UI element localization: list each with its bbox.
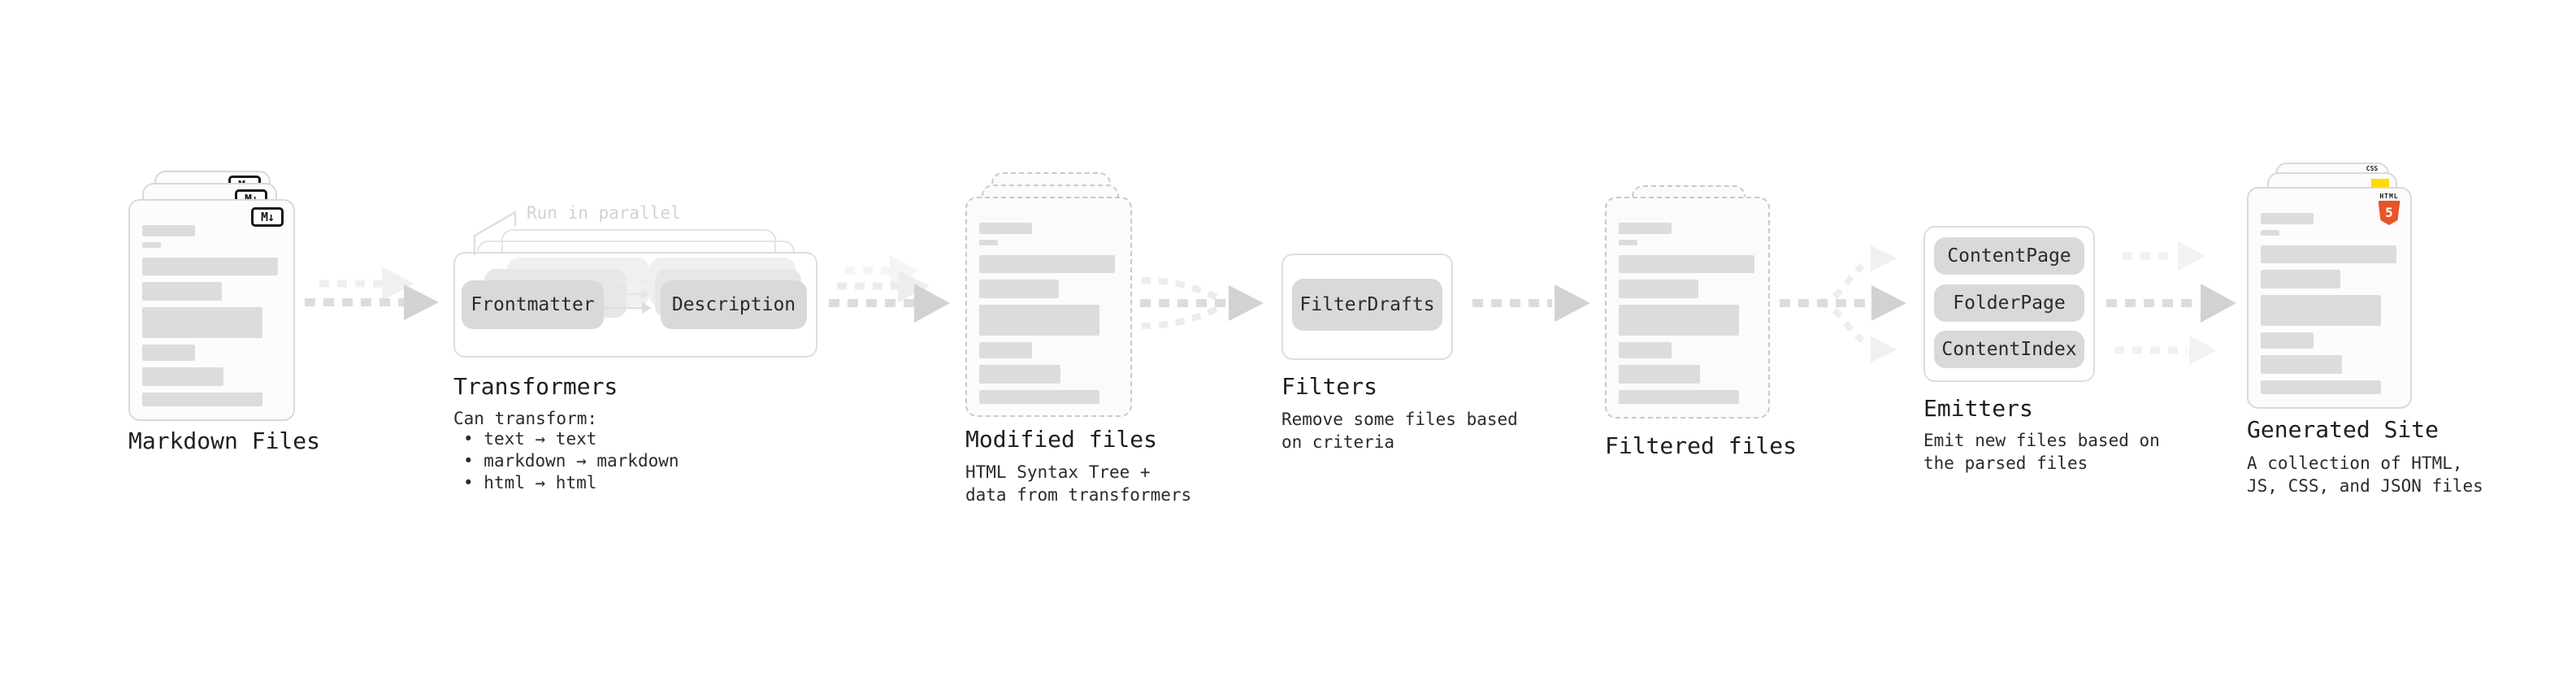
arrow-filters-to-filtered — [1472, 284, 1590, 322]
markdown-file-card-front: M↓ — [128, 199, 295, 421]
description-line: data from transformers — [965, 485, 1192, 505]
emitters-title: Emitters — [1923, 395, 2033, 422]
bullet-item: text → text — [463, 428, 679, 450]
description-line: Remove some files based — [1281, 410, 1518, 429]
description-line: A collection of HTML, — [2247, 453, 2463, 473]
placeholder-text-line — [2261, 245, 2396, 263]
placeholder-text-line — [142, 282, 222, 301]
placeholder-text-line — [2261, 332, 2314, 349]
placeholder-text-line — [1619, 390, 1739, 404]
placeholder-text-line — [142, 225, 195, 236]
folderpage-label: FolderPage — [1953, 293, 2066, 314]
filterdrafts-label: FilterDrafts — [1299, 294, 1435, 315]
description-label: Description — [671, 294, 796, 315]
contentpage-label: ContentPage — [1947, 245, 2071, 267]
placeholder-text-line — [2261, 355, 2342, 374]
arrow-markdown-to-transformers — [305, 267, 439, 320]
bullet-item: markdown → markdown — [463, 450, 679, 472]
placeholder-text-line — [142, 367, 223, 386]
document-placeholder-lines — [142, 201, 293, 419]
stage-transformers: Run in parallel Frontmatter Description … — [453, 203, 827, 504]
arrow-modified-to-filters-fan-in — [1140, 277, 1264, 329]
generated-file-card-html: HTML 5 — [2247, 187, 2412, 409]
description-line: the parsed files — [1923, 453, 2088, 473]
arrow-filtered-to-emitters-fan-out — [1780, 245, 1906, 362]
transformers-title: Transformers — [453, 373, 618, 400]
stage-modified-files: Modified files HTML Syntax Tree + data f… — [965, 172, 1191, 514]
modified-file-card-front — [965, 197, 1132, 417]
stage-filters: FilterDrafts Filters Remove some files b… — [1281, 254, 1518, 481]
generated-site-description: A collection of HTML, JS, CSS, and JSON … — [2247, 452, 2483, 497]
stage-markdown-files: M↓ M↓ M↓ Markdown Files — [128, 171, 320, 455]
placeholder-text-line — [979, 240, 998, 245]
markdown-files-label: Markdown Files — [128, 427, 321, 454]
modified-files-description: HTML Syntax Tree + data from transformer… — [965, 461, 1191, 506]
placeholder-text-line — [979, 255, 1115, 273]
filtered-file-card-front — [1605, 197, 1770, 419]
placeholder-text-line — [979, 390, 1099, 404]
folderpage-emitter-box: FolderPage — [1934, 284, 2084, 322]
placeholder-text-line — [1619, 280, 1698, 298]
placeholder-text-line — [979, 342, 1032, 358]
filters-description: Remove some files based on criteria — [1281, 408, 1518, 453]
stage-filtered-files: Filtered files — [1605, 174, 1797, 466]
transformers-bullet-list: text → text markdown → markdown html → h… — [463, 428, 679, 494]
placeholder-text-line — [2261, 230, 2279, 236]
frontmatter-transformer-box: Frontmatter — [462, 280, 604, 329]
description-line: Emit new files based on — [1923, 431, 2160, 450]
placeholder-text-line — [1619, 255, 1754, 273]
filterdrafts-box: FilterDrafts — [1292, 279, 1442, 331]
placeholder-text-line — [1619, 365, 1700, 384]
placeholder-text-line — [142, 242, 161, 248]
document-placeholder-lines — [979, 198, 1130, 415]
arrow-transformers-to-modified — [829, 255, 950, 323]
run-in-parallel-annotation: Run in parallel — [527, 203, 681, 223]
arrow-emitters-to-generated — [2106, 241, 2236, 365]
generated-site-title: Generated Site — [2247, 416, 2439, 443]
contentindex-emitter-box: ContentIndex — [1934, 331, 2084, 368]
placeholder-text-line — [142, 258, 278, 275]
document-placeholder-lines — [2261, 189, 2410, 407]
placeholder-text-line — [2261, 213, 2314, 224]
placeholder-text-line — [2261, 295, 2381, 326]
document-placeholder-lines — [1619, 198, 1768, 417]
js-file-icon — [2371, 179, 2389, 189]
placeholder-text-line — [2261, 270, 2340, 288]
html5-shield: 5 — [2378, 201, 2400, 225]
placeholder-text-line — [142, 393, 262, 406]
description-line: HTML Syntax Tree + — [965, 462, 1151, 482]
filtered-files-title: Filtered files — [1605, 432, 1798, 459]
markdown-icon: M↓ — [251, 207, 284, 227]
stage-generated-site: CSS HTML 5 Generated Site A collection o… — [2247, 163, 2483, 504]
stage-emitters: ContentPage FolderPage ContentIndex Emit… — [1923, 226, 2160, 486]
emitters-description: Emit new files based on the parsed files — [1923, 429, 2160, 475]
placeholder-text-line — [1619, 342, 1672, 358]
placeholder-text-line — [979, 365, 1060, 384]
transformers-heading: Can transform: — [453, 409, 598, 428]
placeholder-text-line — [142, 307, 262, 338]
contentindex-label: ContentIndex — [1941, 339, 2077, 360]
description-line: on criteria — [1281, 432, 1395, 452]
placeholder-text-line — [979, 280, 1059, 298]
filters-title: Filters — [1281, 373, 1378, 400]
placeholder-text-line — [1619, 240, 1637, 245]
placeholder-text-line — [1619, 223, 1672, 234]
description-transformer-box: Description — [661, 280, 807, 329]
placeholder-text-line — [979, 223, 1032, 234]
html5-logo-icon: HTML 5 — [2376, 193, 2402, 225]
placeholder-text-line — [1619, 305, 1739, 336]
modified-files-title: Modified files — [965, 426, 1158, 453]
placeholder-text-line — [979, 305, 1099, 336]
frontmatter-label: Frontmatter — [471, 294, 595, 315]
bullet-item: html → html — [463, 472, 679, 494]
placeholder-text-line — [142, 345, 195, 361]
placeholder-text-line — [2261, 380, 2381, 394]
description-line: JS, CSS, and JSON files — [2247, 476, 2483, 496]
contentpage-emitter-box: ContentPage — [1934, 237, 2084, 275]
